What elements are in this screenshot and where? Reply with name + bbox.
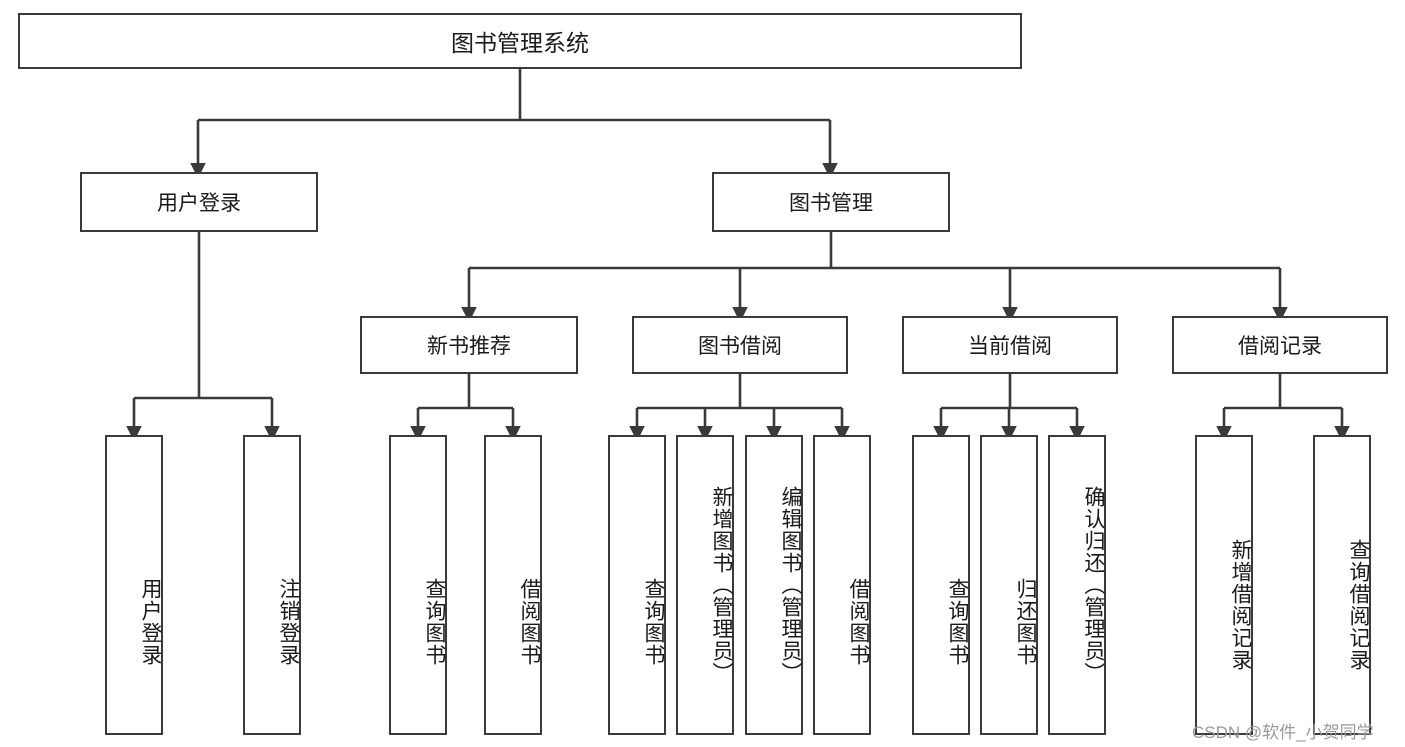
node-new-book-rec[interactable]: 新书推荐 [360, 316, 578, 374]
node-root[interactable]: 图书管理系统 [18, 13, 1022, 69]
node-leaf-query-record[interactable]: 查询借阅记录 [1313, 435, 1371, 735]
node-leaf-query-book-3[interactable]: 查询图书 [912, 435, 970, 735]
node-leaf-return-book-label: 归还图书 [1014, 578, 1037, 666]
edge-book-manage-to-level2 [461, 232, 1288, 323]
csdn-watermark: CSDN @软件_小贺同学 [1192, 723, 1374, 742]
node-leaf-borrow-book-2[interactable]: 借阅图书 [813, 435, 871, 735]
node-leaf-user-login-label: 用户登录 [139, 578, 162, 666]
node-leaf-user-login[interactable]: 用户登录 [105, 435, 163, 735]
edge-borrow-record-to-leaves [1216, 374, 1350, 442]
edge-user-login-to-leaves [126, 232, 280, 442]
node-leaf-add-record-label: 新增借阅记录 [1229, 538, 1252, 671]
node-leaf-edit-book[interactable]: 编辑图书（管理员） [745, 435, 803, 735]
edge-new-book-rec-to-leaves [410, 374, 521, 442]
node-current-borrow[interactable]: 当前借阅 [902, 316, 1118, 374]
node-leaf-logout-label: 注销登录 [277, 578, 300, 666]
node-leaf-confirm-return-label: 确认归还（管理员） [1082, 486, 1105, 684]
node-borrow-record[interactable]: 借阅记录 [1172, 316, 1388, 374]
node-leaf-borrow-book-1[interactable]: 借阅图书 [484, 435, 542, 735]
node-borrow-record-label: 借阅记录 [1238, 335, 1322, 358]
node-leaf-edit-book-label: 编辑图书（管理员） [779, 486, 802, 684]
node-leaf-borrow-book-2-label: 借阅图书 [847, 578, 870, 666]
node-leaf-query-book-2[interactable]: 查询图书 [608, 435, 666, 735]
node-leaf-add-book-label: 新增图书（管理员） [710, 486, 733, 684]
node-user-login-label: 用户登录 [157, 192, 241, 215]
node-leaf-query-book-1[interactable]: 查询图书 [389, 435, 447, 735]
node-leaf-confirm-return[interactable]: 确认归还（管理员） [1048, 435, 1106, 735]
node-leaf-query-book-1-label: 查询图书 [423, 578, 446, 666]
node-leaf-add-book[interactable]: 新增图书（管理员） [676, 435, 734, 735]
node-user-login[interactable]: 用户登录 [80, 172, 318, 232]
edge-book-borrow-to-leaves [629, 374, 850, 442]
node-leaf-return-book[interactable]: 归还图书 [980, 435, 1038, 735]
node-root-label: 图书管理系统 [451, 30, 589, 56]
node-new-book-rec-label: 新书推荐 [427, 335, 511, 358]
node-leaf-query-book-2-label: 查询图书 [642, 578, 665, 666]
edge-current-borrow-to-leaves [933, 374, 1085, 442]
node-book-manage-label: 图书管理 [789, 192, 873, 215]
node-leaf-add-record[interactable]: 新增借阅记录 [1195, 435, 1253, 735]
node-leaf-query-record-label: 查询借阅记录 [1347, 538, 1370, 671]
node-leaf-logout[interactable]: 注销登录 [243, 435, 301, 735]
edge-root-to-level1 [190, 69, 838, 179]
node-book-borrow[interactable]: 图书借阅 [632, 316, 848, 374]
node-book-manage[interactable]: 图书管理 [712, 172, 950, 232]
node-leaf-borrow-book-1-label: 借阅图书 [518, 578, 541, 666]
node-book-borrow-label: 图书借阅 [698, 335, 782, 358]
node-leaf-query-book-3-label: 查询图书 [946, 578, 969, 666]
node-current-borrow-label: 当前借阅 [968, 335, 1052, 358]
